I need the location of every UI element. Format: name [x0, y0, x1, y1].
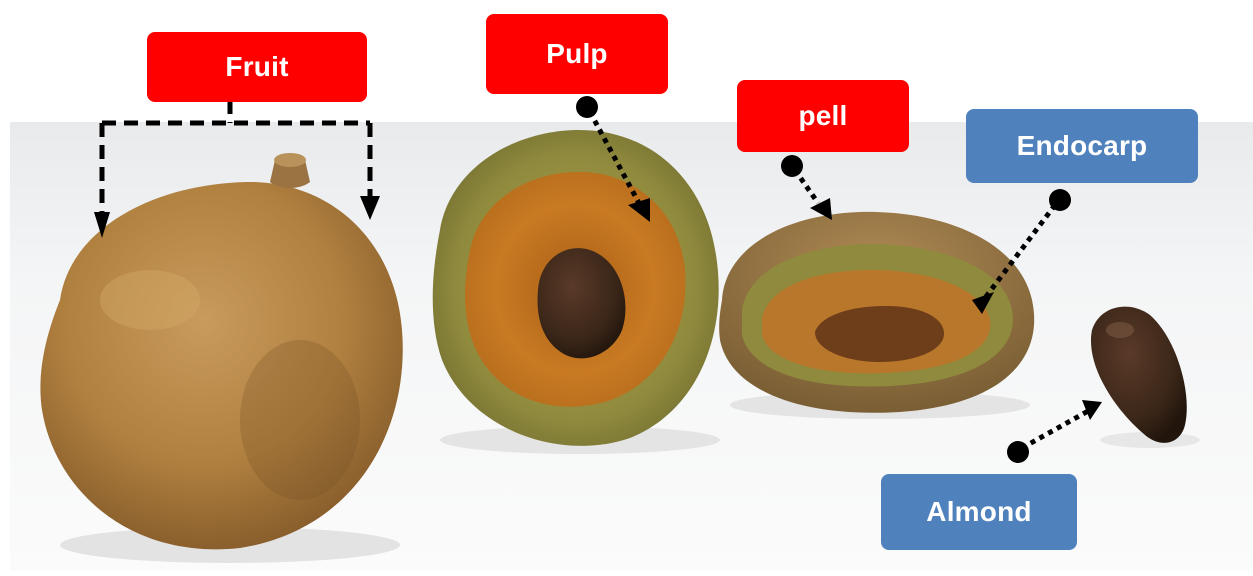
endocarp-label: Endocarp [966, 109, 1198, 183]
halved-shell [719, 212, 1034, 413]
fruit-label: Fruit [147, 32, 367, 102]
almond-label: Almond [881, 474, 1077, 550]
pulp-label: Pulp [486, 14, 668, 94]
pell-label: pell [737, 80, 909, 152]
halved-fruit-pulp [433, 130, 719, 446]
